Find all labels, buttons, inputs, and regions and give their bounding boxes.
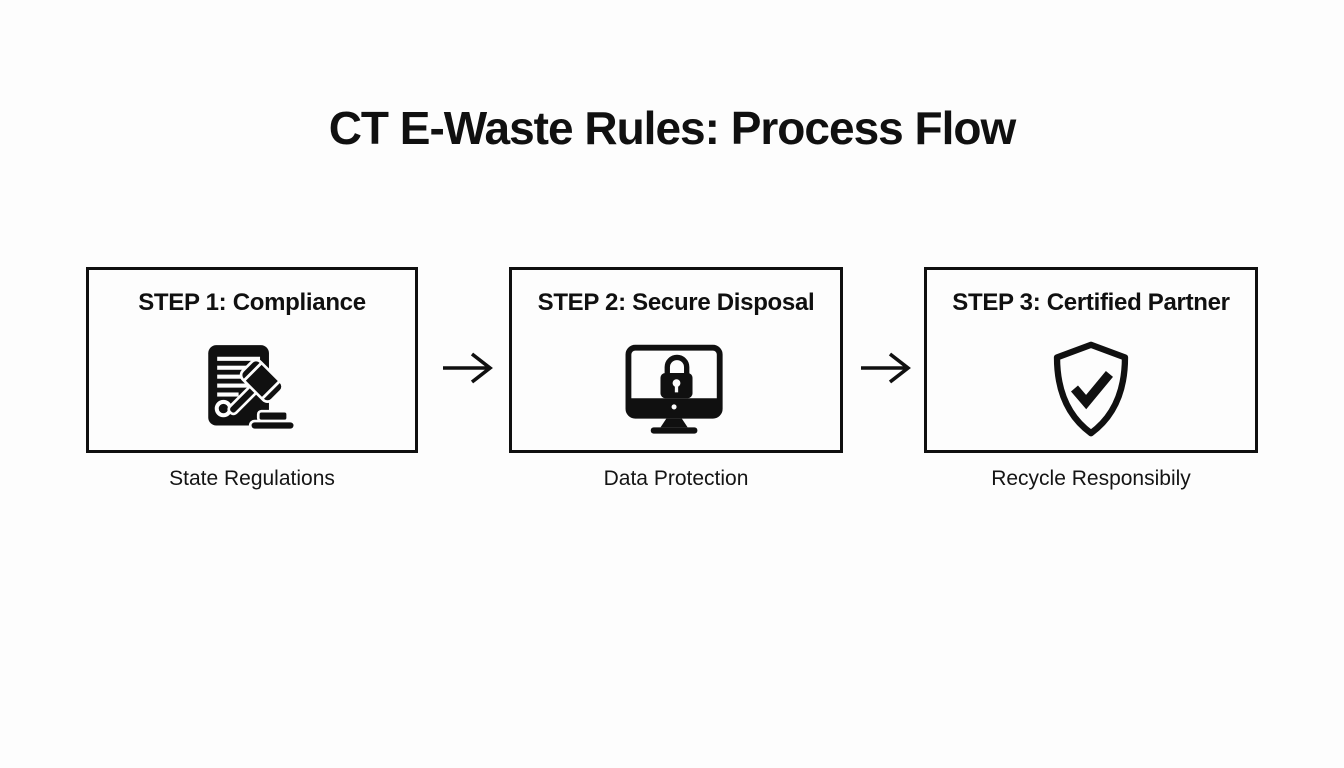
step-group-certified-partner: STEP 3: Certified Partner Recycle Respon… (924, 267, 1258, 490)
step-box-secure-disposal: STEP 2: Secure Disposal (509, 267, 843, 453)
step-caption: Data Protection (603, 467, 749, 490)
step-box-compliance: STEP 1: Compliance (86, 267, 418, 453)
step-group-compliance: STEP 1: Compliance (86, 267, 418, 490)
document-gavel-icon (208, 345, 297, 432)
step-title: STEP 2: Secure Disposal (537, 289, 815, 316)
step-box-certified-partner: STEP 3: Certified Partner (924, 267, 1258, 453)
step-group-secure-disposal: STEP 2: Secure Disposal Data Protection (509, 267, 843, 490)
page-title: CT E-Waste Rules: Process Flow (328, 102, 1017, 154)
step-title: STEP 1: Compliance (138, 289, 366, 316)
shield-check-icon (1053, 341, 1129, 437)
step-caption: Recycle Responsibily (991, 467, 1191, 490)
step-caption: State Regulations (169, 467, 335, 490)
step-title: STEP 3: Certified Partner (952, 289, 1230, 316)
monitor-lock-icon (625, 344, 723, 434)
flow-arrow-icon (443, 352, 493, 384)
flow-arrow-icon (861, 352, 911, 384)
